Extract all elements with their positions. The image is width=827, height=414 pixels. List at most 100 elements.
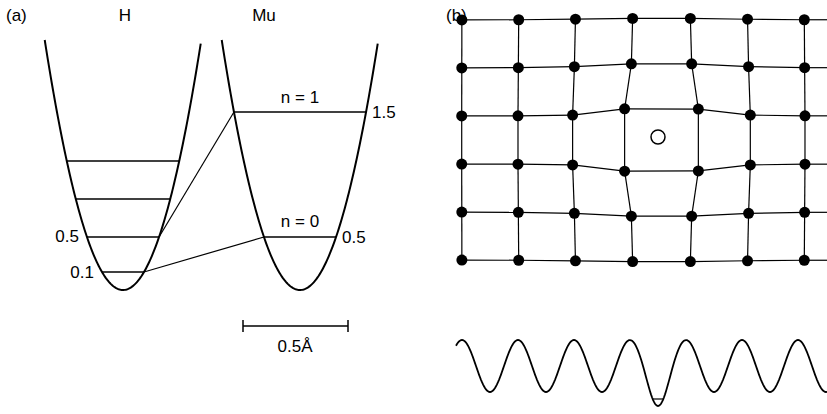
lattice-bond bbox=[518, 114, 573, 116]
panel-label: (a) bbox=[6, 7, 27, 26]
lattice-atom bbox=[456, 255, 467, 266]
scale-bar-tick bbox=[242, 320, 244, 332]
lattice-bond bbox=[748, 19, 749, 66]
lattice-bond bbox=[462, 19, 519, 20]
energy-value-holder: 0.1 bbox=[70, 264, 94, 283]
lattice-bond bbox=[625, 108, 699, 109]
lattice-bond bbox=[633, 261, 691, 262]
lattice-atom bbox=[627, 13, 638, 24]
lattice-bond bbox=[574, 213, 631, 216]
lattice-bond bbox=[461, 116, 462, 164]
lattice-atom bbox=[513, 62, 524, 73]
lattice-atom bbox=[456, 159, 467, 170]
lattice-atom bbox=[693, 104, 704, 115]
potential-well bbox=[45, 40, 201, 290]
lattice-atom bbox=[619, 103, 630, 114]
lattice-atom bbox=[743, 61, 754, 72]
lattice-atom bbox=[513, 207, 524, 218]
energy-level bbox=[264, 236, 336, 238]
quantum-number-holder: n = 1 bbox=[281, 89, 319, 108]
lattice-bond bbox=[574, 213, 575, 260]
energy-level bbox=[76, 198, 170, 200]
lattice-bond bbox=[574, 64, 631, 67]
panel-label: (b) bbox=[446, 7, 467, 26]
lattice-bond bbox=[625, 170, 699, 171]
lattice-bond bbox=[518, 67, 574, 68]
lattice-bond bbox=[575, 18, 632, 20]
lattice-atom bbox=[513, 255, 524, 266]
lattice-bond bbox=[631, 216, 691, 217]
panel-a-drawing bbox=[45, 40, 378, 332]
well-label: H bbox=[119, 7, 131, 26]
lattice-bond bbox=[804, 212, 806, 260]
energy-level bbox=[67, 160, 179, 162]
lattice-bond bbox=[633, 18, 691, 19]
lattice-bond bbox=[690, 18, 747, 20]
lattice-bond bbox=[519, 19, 576, 21]
lattice-atom bbox=[513, 14, 524, 25]
lattice-atom bbox=[512, 159, 523, 170]
lattice-bond bbox=[750, 114, 805, 116]
lattice-atom bbox=[745, 159, 756, 170]
lattice-bond bbox=[631, 63, 691, 64]
lattice-atom bbox=[627, 256, 638, 267]
lattice-bond bbox=[692, 171, 699, 216]
energy-value-holder: 1.5 bbox=[372, 104, 396, 123]
lattice-atom bbox=[567, 110, 578, 121]
lattice-atom bbox=[799, 207, 810, 218]
lattice-atom bbox=[570, 14, 581, 25]
lattice-atom bbox=[685, 13, 696, 24]
energy-value-holder: 0.5 bbox=[342, 229, 366, 248]
scale-bar bbox=[243, 320, 348, 332]
quantum-number: n = 1 bbox=[281, 89, 319, 108]
lattice-bond bbox=[624, 109, 625, 171]
lattice-atom bbox=[456, 110, 467, 121]
lattice-bond bbox=[574, 19, 575, 66]
lattice-atom bbox=[743, 208, 754, 219]
lattice-bond bbox=[749, 67, 805, 68]
scale-label-holder: 0.5Å bbox=[278, 338, 313, 357]
lattice-bond bbox=[573, 67, 575, 115]
energy-value: 1.5 bbox=[372, 104, 396, 123]
lattice-atom bbox=[799, 14, 810, 25]
lattice-bond bbox=[690, 18, 691, 63]
lattice-bond bbox=[462, 163, 518, 164]
lattice-bond bbox=[572, 115, 573, 165]
correlation-line bbox=[159, 112, 234, 237]
lattice-atom bbox=[626, 211, 637, 222]
lattice-atom bbox=[693, 165, 704, 176]
energy-value: 0.1 bbox=[70, 264, 94, 283]
lattice-bond bbox=[750, 164, 805, 166]
quantum-number-holder: n = 0 bbox=[281, 213, 319, 232]
lattice-atom bbox=[567, 159, 578, 170]
energy-level bbox=[102, 271, 144, 273]
lattice-atom bbox=[619, 166, 630, 177]
lattice-atom bbox=[570, 255, 581, 266]
energy-value-holder: 0.5 bbox=[55, 228, 79, 247]
lattice-bond bbox=[517, 68, 519, 116]
lattice-atom bbox=[512, 110, 523, 121]
lattice-bond bbox=[573, 165, 575, 213]
lattice-atom bbox=[799, 255, 810, 266]
lattice-atom bbox=[686, 58, 697, 69]
panel-b-drawing bbox=[456, 13, 827, 406]
energy-value: 0.5 bbox=[55, 228, 79, 247]
interstitial-muon bbox=[651, 130, 665, 144]
lattice-bond bbox=[692, 64, 699, 109]
lattice-atom bbox=[799, 159, 810, 170]
scale-bar-tick bbox=[347, 320, 349, 332]
quantum-number: n = 0 bbox=[281, 213, 319, 232]
lattice-bond bbox=[748, 19, 805, 21]
lattice-bond bbox=[461, 212, 462, 260]
lattice-bond bbox=[749, 165, 751, 213]
lattice-bond bbox=[804, 20, 806, 68]
lattice-atom bbox=[745, 110, 756, 121]
lattice-atom bbox=[742, 255, 753, 266]
well-label-holder: H bbox=[119, 7, 131, 26]
lattice-bond bbox=[625, 64, 632, 109]
lattice-bond bbox=[804, 68, 806, 116]
lattice-bond bbox=[518, 164, 573, 166]
lattice-bond bbox=[461, 68, 462, 116]
lattice-bond bbox=[462, 67, 519, 68]
